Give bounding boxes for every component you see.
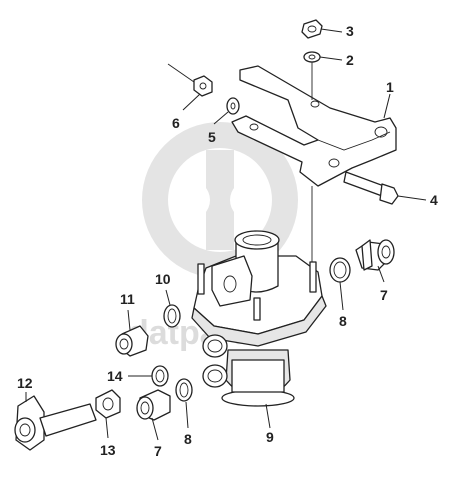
fitting-11	[115, 325, 149, 357]
bolt	[343, 171, 399, 205]
elbow-connector-12	[14, 395, 97, 451]
callout-9: 9	[266, 429, 274, 445]
callout-1: 1	[386, 79, 394, 95]
callout-10: 10	[155, 271, 171, 287]
callout-12: 12	[17, 375, 33, 391]
leader-lines	[25, 28, 427, 441]
callout-7-lower: 7	[154, 443, 162, 459]
callout-13: 13	[100, 442, 116, 458]
callout-8-right: 8	[339, 313, 347, 329]
top-washer	[303, 51, 321, 63]
callout-3: 3	[346, 23, 354, 39]
o-ring-14	[151, 365, 169, 387]
top-nut	[301, 19, 323, 39]
mounting-bracket	[231, 65, 397, 187]
right-o-ring	[329, 257, 351, 283]
callout-4: 4	[430, 192, 438, 208]
valve-body	[191, 230, 327, 407]
lower-fitting	[136, 389, 171, 421]
watermark-logo	[142, 122, 298, 278]
callout-6: 6	[172, 115, 180, 131]
callout-8-lower: 8	[184, 431, 192, 447]
left-nut	[193, 75, 213, 97]
lower-o-ring	[175, 378, 193, 402]
right-fitting	[355, 239, 395, 271]
o-ring-10	[163, 304, 181, 328]
callout-14: 14	[107, 368, 123, 384]
callout-2: 2	[346, 52, 354, 68]
callout-5: 5	[208, 129, 216, 145]
fitting-13	[95, 389, 121, 419]
left-washer	[226, 97, 240, 115]
callout-7-right: 7	[380, 287, 388, 303]
callout-11: 11	[120, 291, 135, 307]
